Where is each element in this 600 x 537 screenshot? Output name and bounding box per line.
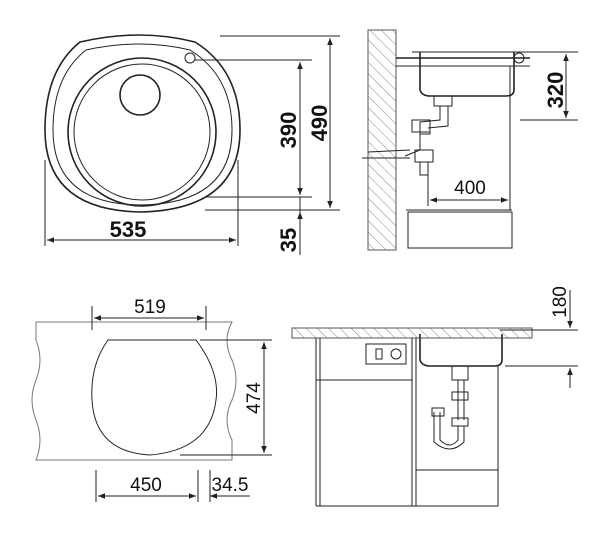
- appliance-knob: [390, 348, 402, 360]
- height-label: 320: [543, 72, 568, 109]
- bowl-outline: [67, 57, 217, 207]
- wall-section: 320 400: [362, 29, 578, 251]
- cutout-width-label: 519: [134, 297, 166, 318]
- counter-hatch: [291, 327, 533, 339]
- bowl-label: 390: [276, 112, 301, 149]
- siphon-pipe: [439, 412, 459, 446]
- cutout-depth-label: 474: [244, 382, 265, 414]
- cutout-shape: [91, 339, 218, 456]
- cabinet-height-label: 180: [550, 286, 571, 318]
- bowl-section: [419, 52, 515, 97]
- sink-inner-rim: [52, 43, 233, 206]
- width-label: 535: [110, 217, 147, 242]
- appliance-panel: [365, 343, 407, 365]
- rear-label: 35: [276, 228, 301, 252]
- offset-label: 34.5: [212, 475, 249, 496]
- bowl-section-2: [419, 334, 503, 367]
- sink-outer-rim: [44, 34, 241, 213]
- cabinet-base: [407, 211, 513, 249]
- top-view: 535 490 390 35: [44, 34, 340, 255]
- trap-pipe: [419, 106, 441, 135]
- overflow-fitting: [513, 52, 525, 64]
- tap-hole: [184, 52, 196, 64]
- wall-hatch: [367, 29, 397, 251]
- drain-label: 400: [454, 178, 486, 199]
- cabinet-section: 180: [291, 286, 578, 507]
- cutout-view: 519 474 450 34.5: [31, 297, 272, 502]
- drain-circle: [119, 74, 161, 116]
- depth-label: 490: [307, 105, 332, 142]
- countertop-outline: [31, 321, 237, 461]
- bowl-inner: [73, 63, 211, 201]
- center-label: 450: [130, 475, 162, 496]
